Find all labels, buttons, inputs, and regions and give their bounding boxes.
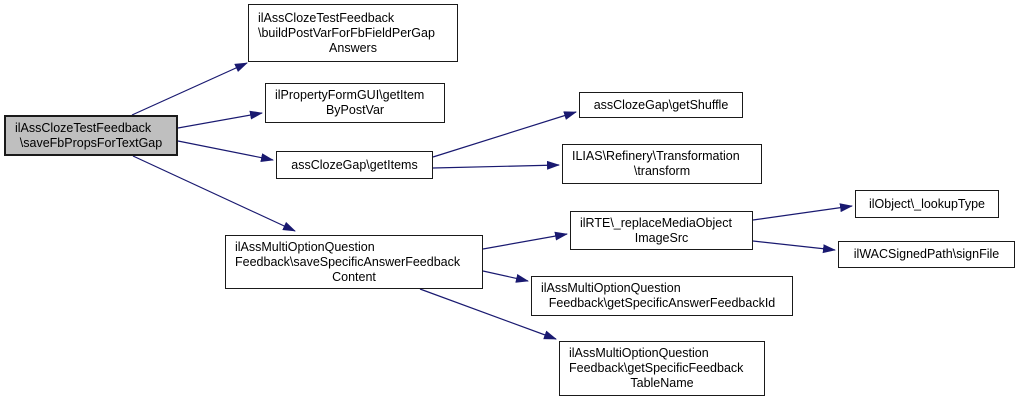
node-label-line: Feedback\saveSpecificAnswerFeedback [235,254,461,269]
graph-node-lookup-type[interactable]: ilObject\_lookupType [855,190,999,218]
edge-replace-media-object-image-src-to-sign-file [752,240,836,254]
node-label-line: \transform [633,164,691,178]
node-label-line: assClozeGap\getShuffle [593,97,729,112]
edge-save-specific-answer-feedback-content-to-get-specific-feedback-table-name [419,288,557,340]
node-label-line: ILIAS\Refinery\Transformation [572,149,740,163]
node-label-line: ilPropertyFormGUI\getItem [275,88,425,102]
node-label-line: ilAssMultiOptionQuestion [541,281,681,295]
edge-get-items-to-get-shuffle [432,111,577,158]
node-label-line: ByPostVar [325,103,385,117]
graph-node-build-post-var-for-fb-field-per-gap-answers[interactable]: ilAssClozeTestFeedback\buildPostVarForFb… [248,4,458,62]
edge-save-specific-answer-feedback-content-to-replace-media-object-image-src [482,231,568,250]
node-label-line: ilAssMultiOptionQuestion [569,346,709,360]
node-label-line: assClozeGap\getItems [291,157,418,172]
node-label-line: ilRTE\_replaceMediaObject [580,215,732,230]
graph-node-get-shuffle[interactable]: assClozeGap\getShuffle [579,92,743,118]
node-label-line: Answers [329,40,377,55]
node-label-line: TableName [630,376,694,390]
graph-node-save-fb-props-for-text-gap: ilAssClozeTestFeedback\saveFbPropsForTex… [4,115,178,156]
node-label-line: ImageSrc [634,230,689,245]
node-label-line: Content [332,269,376,284]
edge-save-fb-props-for-text-gap-to-build-post-var-for-fb-field-per-gap-answers [131,62,248,116]
edge-save-fb-props-for-text-gap-to-get-item-by-post-var [177,110,263,129]
node-label-line: \buildPostVarForFbFieldPerGap [258,25,435,40]
node-label-line: ilObject\_lookupType [868,196,986,211]
graph-node-get-items[interactable]: assClozeGap\getItems [276,151,433,179]
edge-get-items-to-transform [432,160,560,170]
graph-node-transform[interactable]: ILIAS\Refinery\Transformation\transform [562,144,762,184]
node-label-line: ilWACSignedPath\signFile [853,247,1000,261]
edge-save-fb-props-for-text-gap-to-get-items [177,140,274,163]
edge-save-specific-answer-feedback-content-to-get-specific-answer-feedback-id [482,270,529,283]
edge-save-fb-props-for-text-gap-to-save-specific-answer-feedback-content [132,155,296,232]
graph-node-sign-file[interactable]: ilWACSignedPath\signFile [838,241,1015,268]
node-label-line: ilAssClozeTestFeedback [258,10,395,25]
node-label-line: ilAssMultiOptionQuestion [235,239,375,254]
node-label-line: Feedback\getSpecificAnswerFeedbackId [548,296,776,310]
node-label-line: ilAssClozeTestFeedback [15,120,152,135]
node-label-line: \saveFbPropsForTextGap [19,135,163,150]
edge-replace-media-object-image-src-to-lookup-type [752,203,853,221]
node-label-line: Feedback\getSpecificFeedback [569,361,744,375]
